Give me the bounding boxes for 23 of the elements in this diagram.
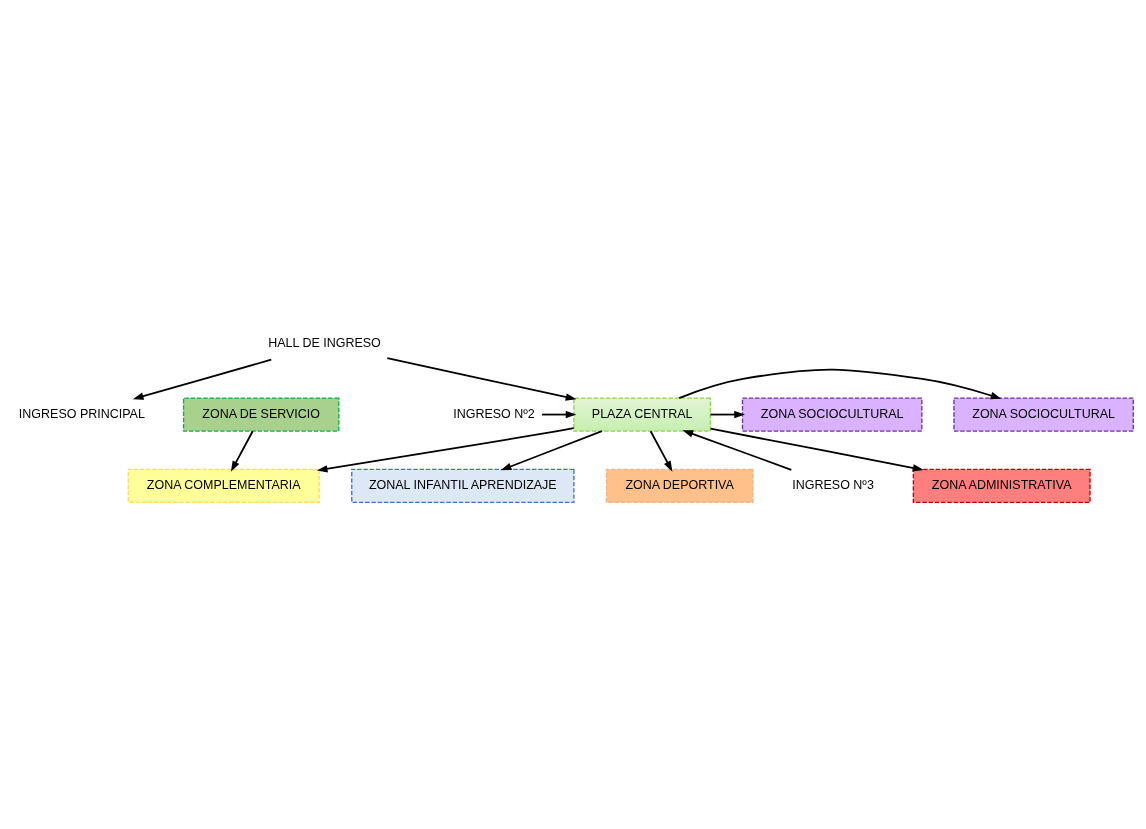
node-box: ZONA COMPLEMENTARIA [127,468,320,503]
arrow [709,410,745,418]
node-box: ZONA SOCIOCULTURAL [953,396,1134,432]
node-box: ZONA DEPORTIVA [605,468,754,503]
node-box: ZONA ADMINISTRATIVA [912,468,1091,503]
arrow [649,429,673,472]
arrow [230,429,254,472]
arrow [709,427,924,472]
arrow [316,426,575,473]
node-text: INGRESO Nº2 [453,406,535,421]
arrow [541,410,577,418]
arrow [682,429,793,471]
node-box: ZONA DE SERVICIO [182,396,340,432]
node-box: ZONAL INFANTIL APRENDIZAJE [351,468,575,503]
arrow [500,429,603,470]
arrow [386,356,577,401]
node-text: INGRESO Nº3 [792,477,874,492]
node-text: INGRESO PRINCIPAL [18,406,145,421]
arrow [678,368,1002,399]
node-text: HALL DE INGRESO [268,335,381,350]
node-box: ZONA SOCIOCULTURAL [741,396,923,432]
arrow [132,358,273,400]
node-box: PLAZA CENTRAL [573,396,712,432]
